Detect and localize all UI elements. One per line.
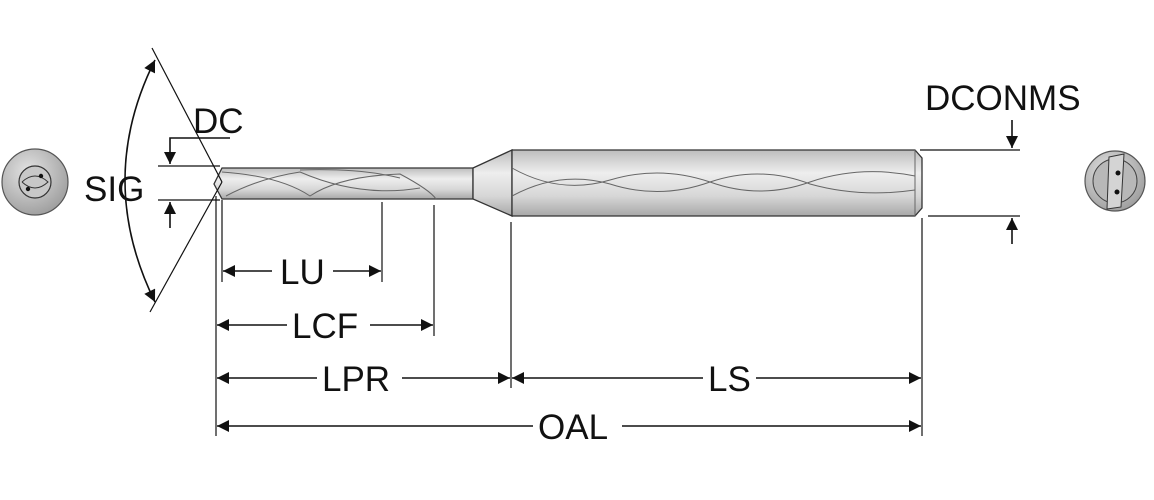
sig-label: SIG [84,170,144,209]
shank-end-view [1084,150,1146,212]
lcf-label: LCF [292,307,358,346]
dc-dimension: DC [158,102,244,228]
dconms-dimension: DCONMS [920,79,1081,244]
lu-label: LU [280,253,325,292]
lpr-label: LPR [322,360,390,399]
dconms-label: DCONMS [925,79,1081,118]
lcf-dimension: LCF [217,307,433,346]
oal-label: OAL [538,408,608,447]
neck-taper [472,148,513,217]
lu-dimension: LU [223,253,381,292]
drill-tool [213,148,923,217]
sig-dimension: SIG [84,47,223,313]
ls-label: LS [708,360,751,399]
oal-dimension: OAL [217,408,921,447]
lpr-dimension: LPR [217,360,510,399]
ls-dimension: LS [512,360,921,399]
tip-end-view [1,148,69,216]
extension-lines [215,196,923,436]
shank [511,149,923,217]
dc-label: DC [193,102,244,141]
